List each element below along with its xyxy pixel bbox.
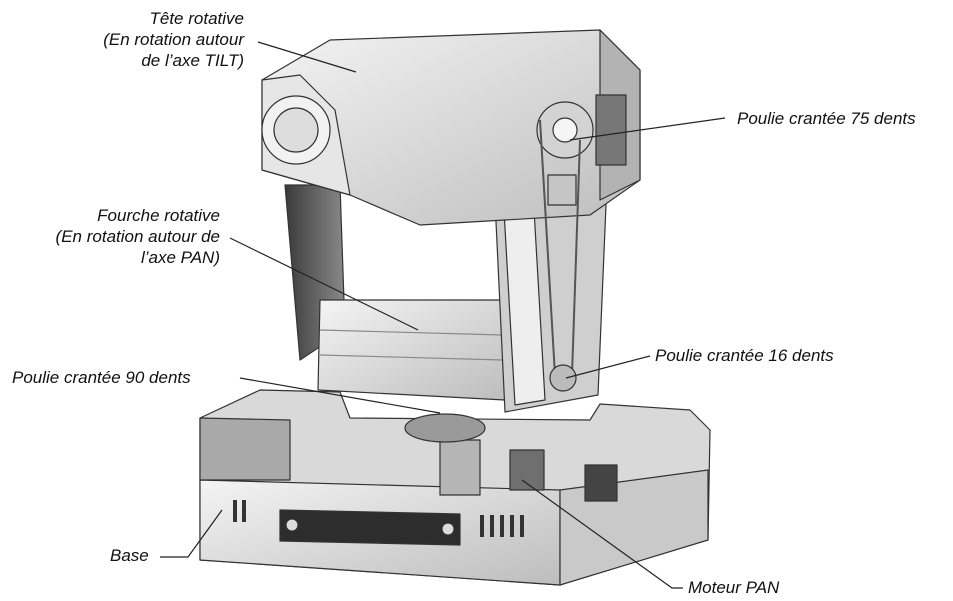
label-tete-rotative: Tête rotative (En rotation autour de l’a…: [62, 8, 244, 71]
label-poulie-90: Poulie crantée 90 dents: [12, 368, 191, 387]
label-moteur-pan: Moteur PAN: [688, 578, 780, 597]
label-fourche-line3: l’axe PAN): [140, 248, 220, 267]
leader-lines: [160, 41, 726, 589]
label-fourche-rotative: Fourche rotative (En rotation autour de …: [20, 205, 220, 268]
leader-line-poulie75: [569, 117, 726, 141]
leader-line-poulie90: [239, 377, 441, 414]
label-base: Base: [110, 546, 149, 565]
label-fourche-line1: Fourche rotative: [97, 206, 220, 225]
base-body: [199, 389, 711, 586]
head-body: [261, 29, 641, 226]
leader-line-fourche: [229, 237, 419, 331]
label-tete-line2: (En rotation autour: [103, 30, 244, 49]
label-poulie-16: Poulie crantée 16 dents: [655, 346, 834, 365]
leader-line-moteur: [521, 479, 683, 589]
label-fourche-line2: (En rotation autour de: [55, 227, 220, 246]
label-tete-line1: Tête rotative: [149, 9, 245, 28]
belt-drive: [539, 119, 581, 392]
device-drawing: [199, 29, 711, 586]
label-tete-line3: de l’axe TILT): [141, 51, 244, 70]
leader-line-base: [160, 509, 223, 558]
leader-line-tete: [257, 41, 357, 73]
leader-line-poulie16: [565, 355, 651, 379]
label-poulie-75: Poulie crantée 75 dents: [737, 109, 916, 128]
